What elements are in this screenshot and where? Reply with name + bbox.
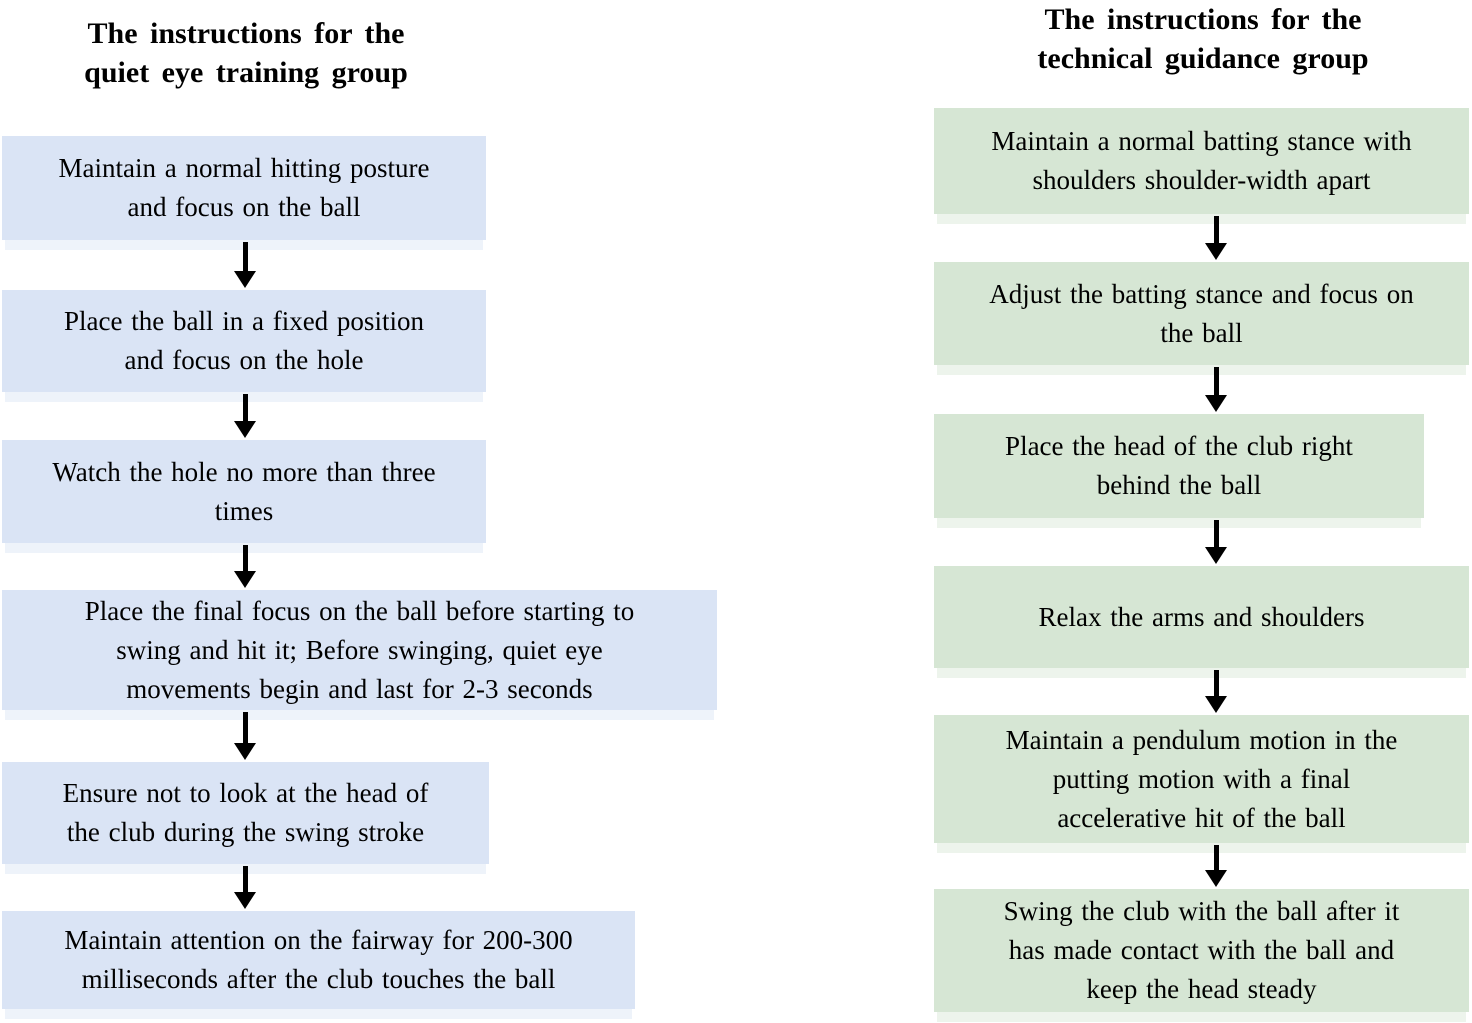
arrow-down-icon bbox=[234, 394, 256, 438]
arrow-head bbox=[1205, 696, 1227, 713]
right-flow-title: The instructions for the technical guida… bbox=[1037, 3, 1369, 75]
arrow-shaft bbox=[242, 394, 248, 421]
right-flow-step-4: Relax the arms and shoulders bbox=[934, 566, 1469, 668]
arrow-head bbox=[234, 743, 256, 760]
right-flow-step-5: Maintain a pendulum motion in the puttin… bbox=[934, 715, 1469, 843]
arrow-shaft bbox=[1213, 670, 1219, 696]
arrow-down-icon bbox=[234, 242, 256, 288]
arrow-down-icon bbox=[234, 545, 256, 588]
arrow-head bbox=[1205, 395, 1227, 412]
arrow-head bbox=[234, 892, 256, 909]
right-flow-step-2: Adjust the batting stance and focus on t… bbox=[934, 262, 1469, 365]
arrow-shaft bbox=[242, 545, 248, 571]
arrow-shaft bbox=[1213, 845, 1219, 870]
arrow-shaft bbox=[242, 242, 248, 271]
left-flow-step-6: Maintain attention on the fairway for 20… bbox=[2, 911, 635, 1009]
left-flow-step-1: Maintain a normal hitting posture and fo… bbox=[2, 136, 486, 240]
left-flow-step-4: Place the final focus on the ball before… bbox=[2, 590, 717, 710]
left-flow-step-5: Ensure not to look at the head of the cl… bbox=[2, 762, 489, 864]
arrow-shaft bbox=[1213, 520, 1219, 547]
right-flow-step-3: Place the head of the club right behind … bbox=[934, 414, 1424, 518]
arrow-shaft bbox=[1213, 367, 1219, 395]
arrow-head bbox=[1205, 547, 1227, 564]
right-flow-step-6: Swing the club with the ball after it ha… bbox=[934, 889, 1469, 1012]
left-flow-title: The instructions for the quiet eye train… bbox=[84, 17, 408, 89]
arrow-head bbox=[234, 421, 256, 438]
arrow-down-icon bbox=[1205, 367, 1227, 412]
arrow-down-icon bbox=[1205, 670, 1227, 713]
arrow-shaft bbox=[242, 866, 248, 892]
arrow-down-icon bbox=[1205, 845, 1227, 887]
arrow-down-icon bbox=[234, 866, 256, 909]
arrow-head bbox=[234, 271, 256, 288]
arrow-head bbox=[1205, 870, 1227, 887]
right-flow-step-1: Maintain a normal batting stance with sh… bbox=[934, 108, 1469, 214]
arrow-down-icon bbox=[234, 712, 256, 760]
arrow-down-icon bbox=[1205, 216, 1227, 260]
arrow-shaft bbox=[1213, 216, 1219, 243]
arrow-head bbox=[234, 571, 256, 588]
arrow-shaft bbox=[242, 712, 248, 743]
left-flow-step-2: Place the ball in a fixed position and f… bbox=[2, 290, 486, 392]
arrow-down-icon bbox=[1205, 520, 1227, 564]
arrow-head bbox=[1205, 243, 1227, 260]
left-flow-step-3: Watch the hole no more than three times bbox=[2, 440, 486, 543]
